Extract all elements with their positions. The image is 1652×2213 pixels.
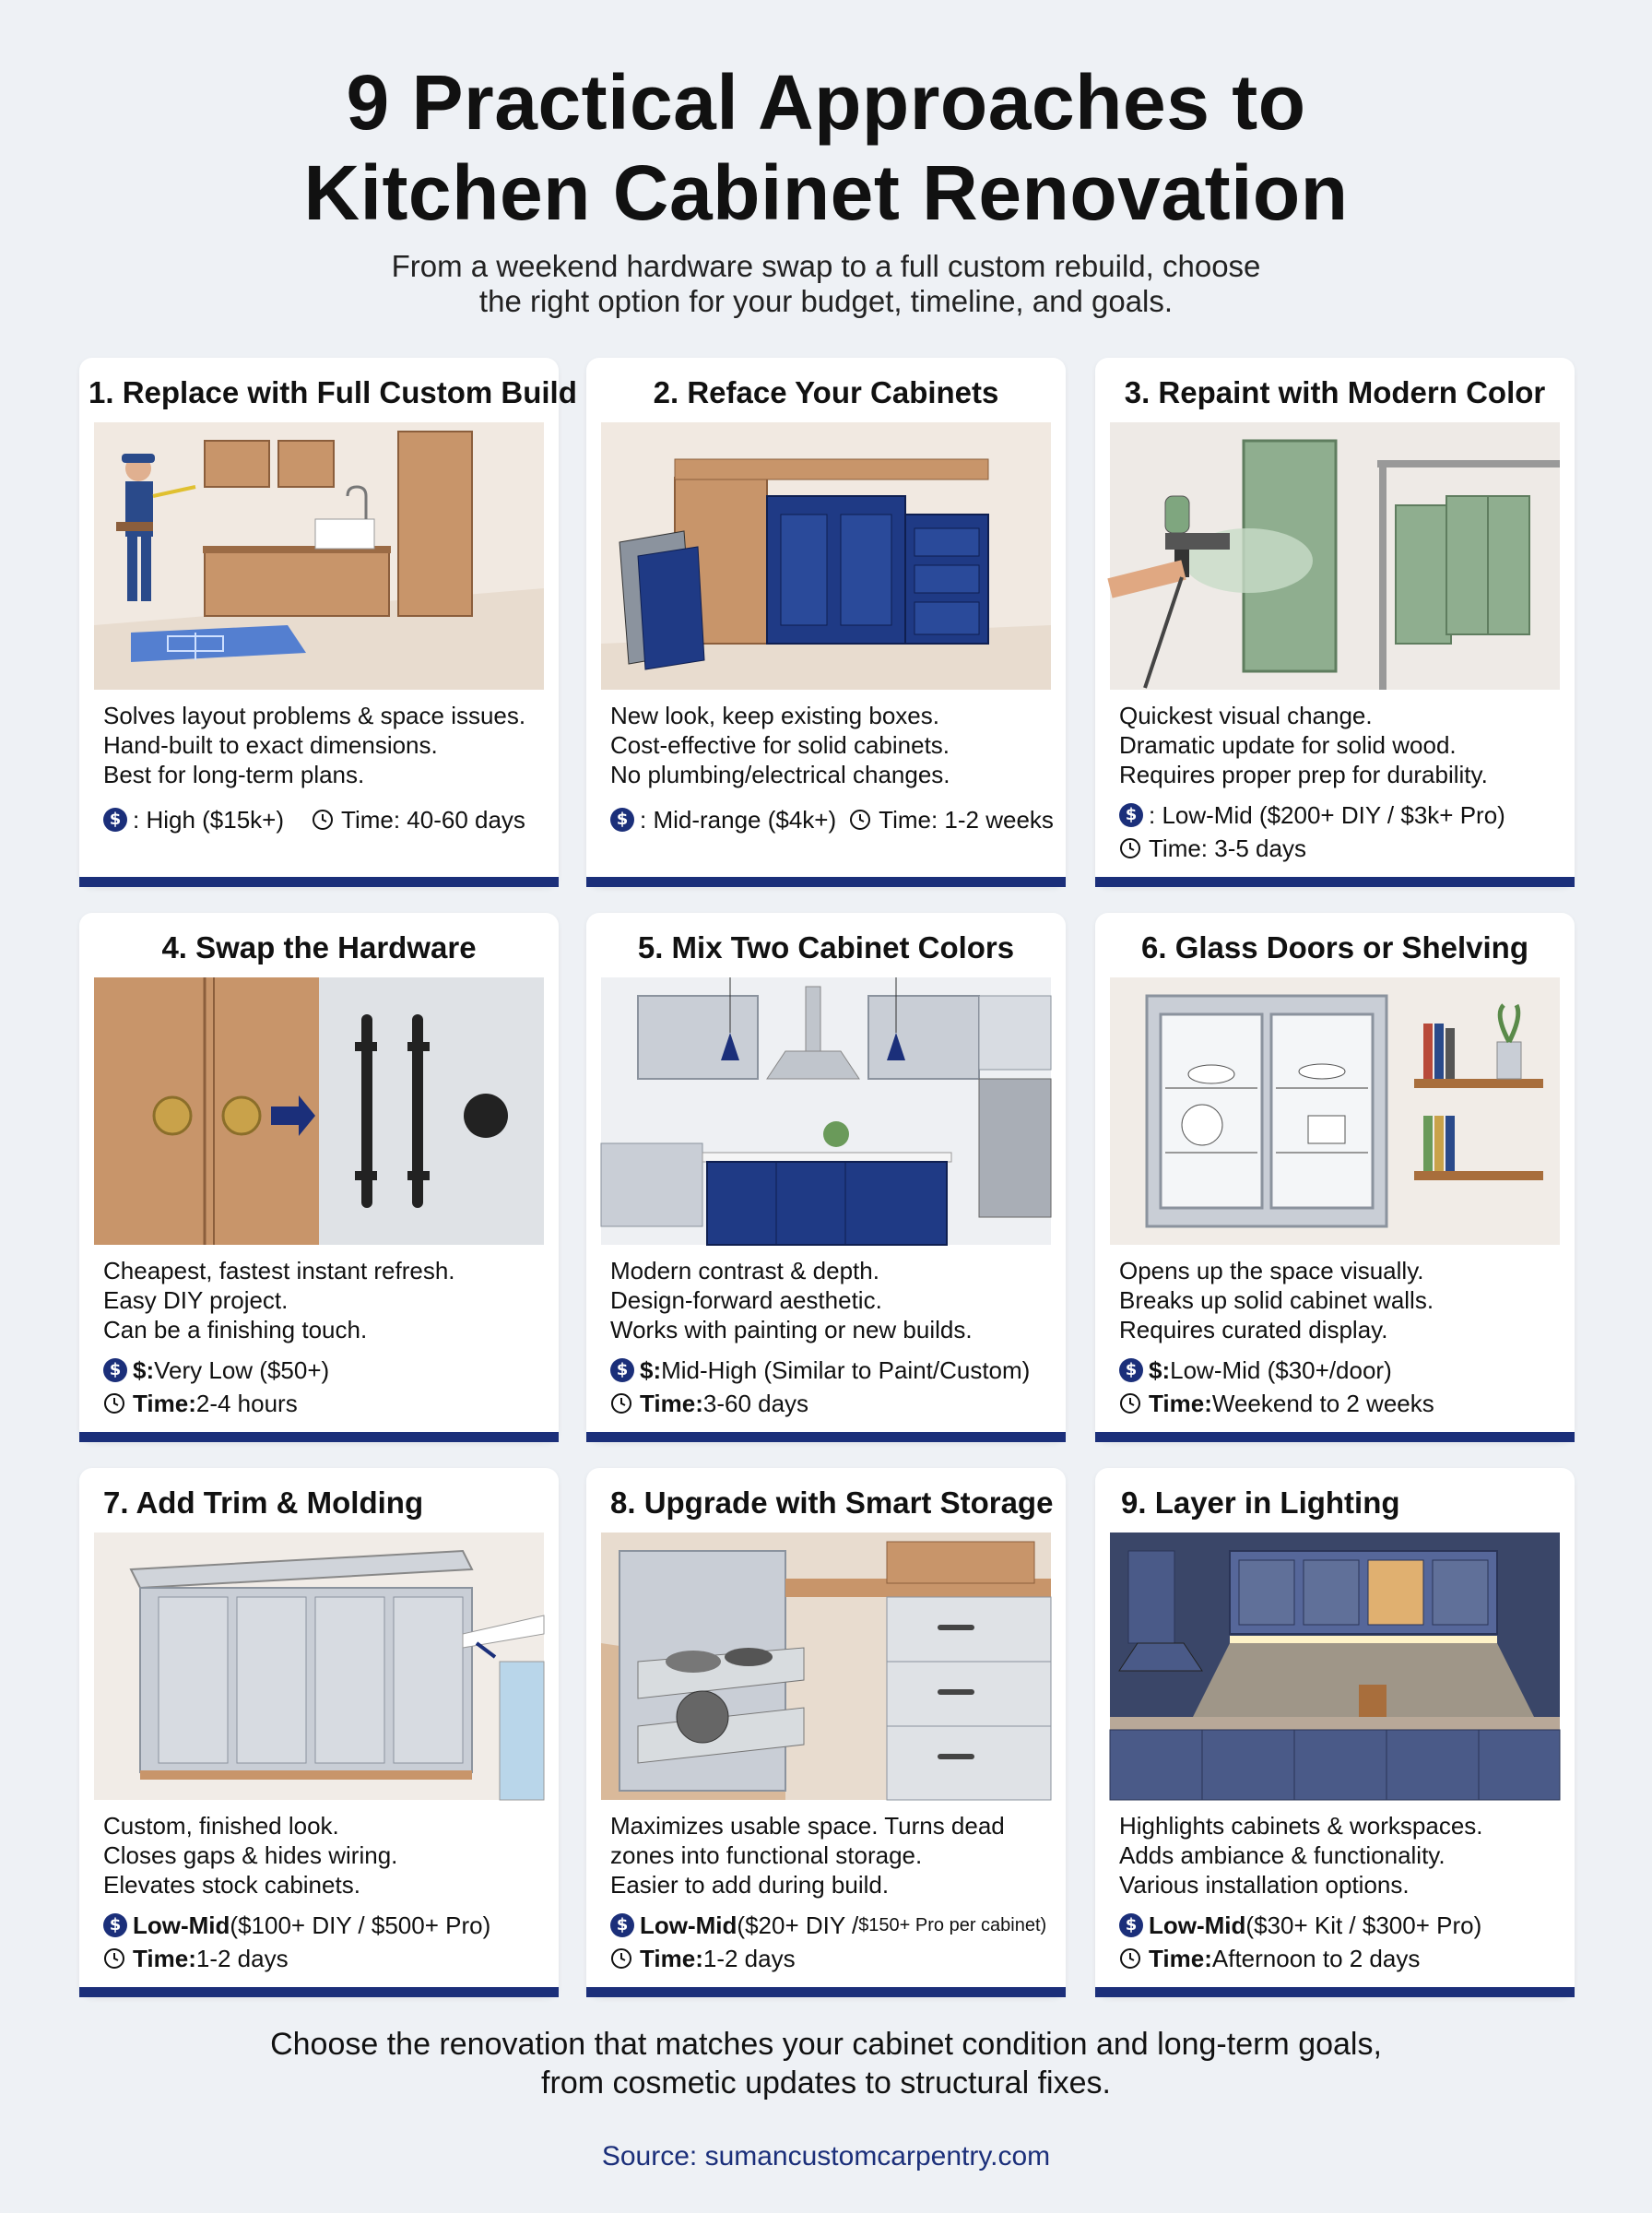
clock-icon <box>104 1948 124 1969</box>
cost-label: ($20+ DIY / <box>737 1911 859 1939</box>
time-label: Time: 3-5 days <box>1149 834 1306 862</box>
cost-label: Low-Mid ($30+/door) <box>1170 1356 1392 1384</box>
card-smart-storage: 8. Upgrade with Smart Storage Maximizes … <box>586 1468 1066 1997</box>
card-title: 9. Layer in Lighting <box>1121 1485 1400 1520</box>
dollar-icon: $ <box>1119 1913 1143 1937</box>
card-description: Maximizes usable space. Turns dead zones… <box>610 1812 1005 1899</box>
clock-icon <box>611 1948 631 1969</box>
cost-label: Mid-High (Similar to Paint/Custom) <box>661 1356 1031 1384</box>
dollar-icon: $ <box>103 1913 127 1937</box>
time-label: Afternoon to 2 days <box>1211 1945 1421 1972</box>
card-description: New look, keep existing boxes. Cost-effe… <box>610 702 950 788</box>
cost-label: Very Low ($50+) <box>154 1356 330 1384</box>
clock-icon <box>850 810 871 830</box>
dollar-icon: $ <box>1119 803 1143 827</box>
card-description: Highlights cabinets & workspaces. Adds a… <box>1119 1812 1483 1899</box>
cost-label: ($30+ Kit / $300+ Pro) <box>1245 1911 1482 1939</box>
card-description: Quickest visual change. Dramatic update … <box>1119 702 1488 788</box>
dollar-icon: $ <box>103 1358 127 1382</box>
time-label: 1-2 days <box>702 1945 796 1972</box>
card-meta: $: High ($15k+) Time: 40-60 days <box>103 803 549 836</box>
spray-paint-illustration <box>1107 422 1560 690</box>
glass-cabinet-illustration <box>1110 977 1560 1245</box>
hardware-swap-illustration <box>94 977 544 1245</box>
card-title: 7. Add Trim & Molding <box>103 1485 424 1520</box>
card-title: 6. Glass Doors or Shelving <box>1141 930 1528 964</box>
card-hardware: 4. Swap the Hardware Cheapest, fastest i… <box>79 913 559 1442</box>
dollar-icon: $ <box>1119 1358 1143 1382</box>
card-lighting: 9. Layer in Lighting Highlights cabinets… <box>1095 1468 1575 1997</box>
source-link[interactable]: Source: sumancustomcarpentry.com <box>601 2141 1051 2172</box>
clock-icon <box>313 810 334 830</box>
custom-build-illustration <box>94 422 544 690</box>
clock-icon <box>104 1393 124 1414</box>
card-meta: $: Mid-range ($4k+) Time: 1-2 weeks <box>610 803 1056 836</box>
card-custom-build: 1. Replace with Full Custom Build Solves… <box>79 358 577 887</box>
time-label: 1-2 days <box>195 1945 289 1972</box>
card-two-tone: 5. Mix Two Cabinet Colors Modern contras… <box>586 913 1066 1442</box>
cost-label: ($100+ DIY / $500+ Pro) <box>230 1911 491 1939</box>
card-meta: $Low-Mid ($100+ DIY / $500+ Pro) Time: 1… <box>103 1909 549 1975</box>
card-trim-molding: 7. Add Trim & Molding Custom, finished l… <box>79 1468 559 1997</box>
card-description: Modern contrast & depth. Design-forward … <box>610 1257 973 1343</box>
card-meta: $Low-Mid ($20+ DIY / $150+ Pro per cabin… <box>610 1909 1056 1975</box>
dollar-icon: $ <box>610 808 634 832</box>
clock-icon <box>1120 1948 1140 1969</box>
card-meta: $$: Mid-High (Similar to Paint/Custom) T… <box>610 1354 1056 1420</box>
card-meta: $$: Very Low ($50+) Time: 2-4 hours <box>103 1354 549 1420</box>
card-description: Solves layout problems & space issues. H… <box>103 702 526 788</box>
reface-illustration <box>601 422 1051 690</box>
time-label: Time: 1-2 weeks <box>879 806 1054 834</box>
dollar-icon: $ <box>103 808 127 832</box>
card-description: Cheapest, fastest instant refresh. Easy … <box>103 1257 455 1343</box>
dollar-icon: $ <box>610 1913 634 1937</box>
time-label: 3-60 days <box>702 1390 809 1417</box>
card-title: 8. Upgrade with Smart Storage <box>610 1485 1054 1520</box>
crown-molding-illustration <box>94 1533 545 1801</box>
card-title: 4. Swap the Hardware <box>161 930 477 964</box>
card-description: Custom, finished look. Closes gaps & hid… <box>103 1812 398 1899</box>
card-glass-doors: 6. Glass Doors or Shelving Opens up the … <box>1095 913 1575 1442</box>
cost-label: : Mid-range ($4k+) <box>640 806 837 834</box>
footer-summary: Choose the renovation that matches your … <box>270 2027 1382 2101</box>
under-cabinet-lighting-illustration <box>1109 1533 1561 1801</box>
dollar-icon: $ <box>610 1358 634 1382</box>
card-reface: 2. Reface Your Cabinets New look, keep e… <box>586 358 1066 887</box>
card-meta: $: Low-Mid ($200+ DIY / $3k+ Pro) Time: … <box>1119 799 1565 865</box>
card-meta: $$: Low-Mid ($30+/door) Time: Weekend to… <box>1119 1354 1565 1420</box>
clock-icon <box>1120 838 1140 858</box>
cost-label: : Low-Mid ($200+ DIY / $3k+ Pro) <box>1149 801 1505 829</box>
cost-label: : High ($15k+) <box>133 806 285 834</box>
time-label: Time: 40-60 days <box>341 806 525 834</box>
card-title: 2. Reface Your Cabinets <box>653 375 999 409</box>
time-label: Weekend to 2 weeks <box>1211 1390 1434 1417</box>
card-title: 5. Mix Two Cabinet Colors <box>637 930 1015 964</box>
pull-out-storage-illustration <box>601 1533 1052 1801</box>
two-tone-kitchen-illustration <box>600 977 1052 1246</box>
clock-icon <box>1120 1393 1140 1414</box>
card-description: Opens up the space visually. Breaks up s… <box>1119 1257 1434 1343</box>
clock-icon <box>611 1393 631 1414</box>
page-title: 9 Practical Approaches to Kitchen Cabine… <box>303 59 1349 236</box>
page-subtitle: From a weekend hardware swap to a full c… <box>391 249 1261 318</box>
card-title: 1. Replace with Full Custom Build <box>88 375 577 409</box>
card-title: 3. Repaint with Modern Color <box>1124 375 1546 409</box>
card-repaint: 3. Repaint with Modern Color Quickest vi… <box>1095 358 1575 887</box>
card-meta: $Low-Mid ($30+ Kit / $300+ Pro) Time: Af… <box>1119 1909 1565 1975</box>
time-label: 2-4 hours <box>195 1390 298 1417</box>
